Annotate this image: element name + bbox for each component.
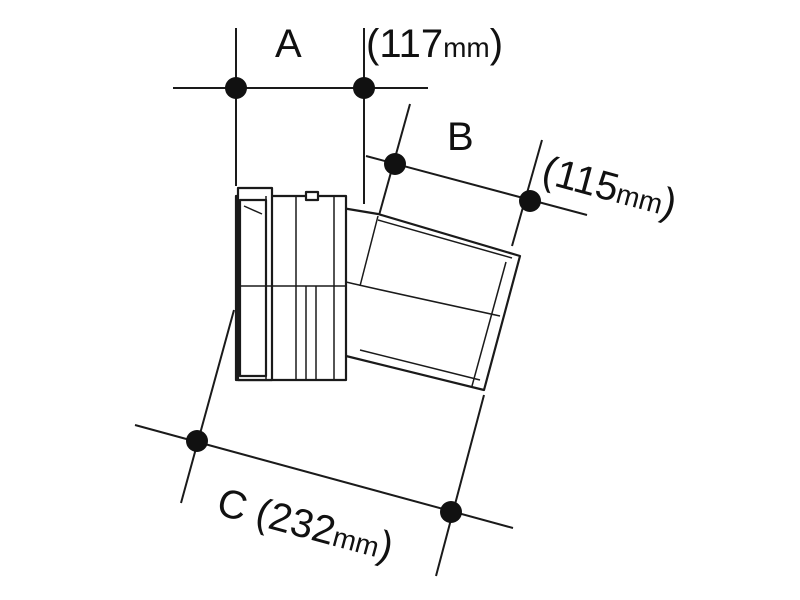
pipe-spigot-bottom-edge — [359, 349, 481, 381]
dimension-b-dot-right — [519, 190, 541, 212]
dimension-a-dot-left — [225, 77, 247, 99]
pipe-socket-ring — [238, 198, 268, 378]
dimension-c-extension-left — [180, 309, 235, 504]
dimension-b-measurement: (115mm) — [538, 148, 682, 226]
dimension-a-measurement: (117mm) — [366, 22, 503, 66]
pipe-fitting — [234, 186, 522, 392]
dimension-c-dot-left — [186, 430, 208, 452]
dimension-c-label: C (232mm) — [213, 480, 398, 569]
pipe-bend-outer-curve — [345, 281, 501, 317]
pipe-bend-seam — [359, 215, 379, 287]
dimension-a: A (117mm) — [173, 22, 503, 204]
dimension-b-dot-left — [384, 153, 406, 175]
dimension-a-dot-right — [353, 77, 375, 99]
pipe-spigot-end-inner — [471, 261, 507, 387]
dimension-a-letter: A — [275, 22, 302, 66]
dimension-c-extension-right — [435, 394, 485, 577]
pipe-socket-ring-detail — [243, 205, 263, 215]
pipe-spigot-top-edge — [377, 219, 513, 259]
pipe-socket-lug — [304, 190, 320, 202]
dimension-b-letter: B — [447, 115, 474, 159]
dimension-c-dot-right — [440, 501, 462, 523]
